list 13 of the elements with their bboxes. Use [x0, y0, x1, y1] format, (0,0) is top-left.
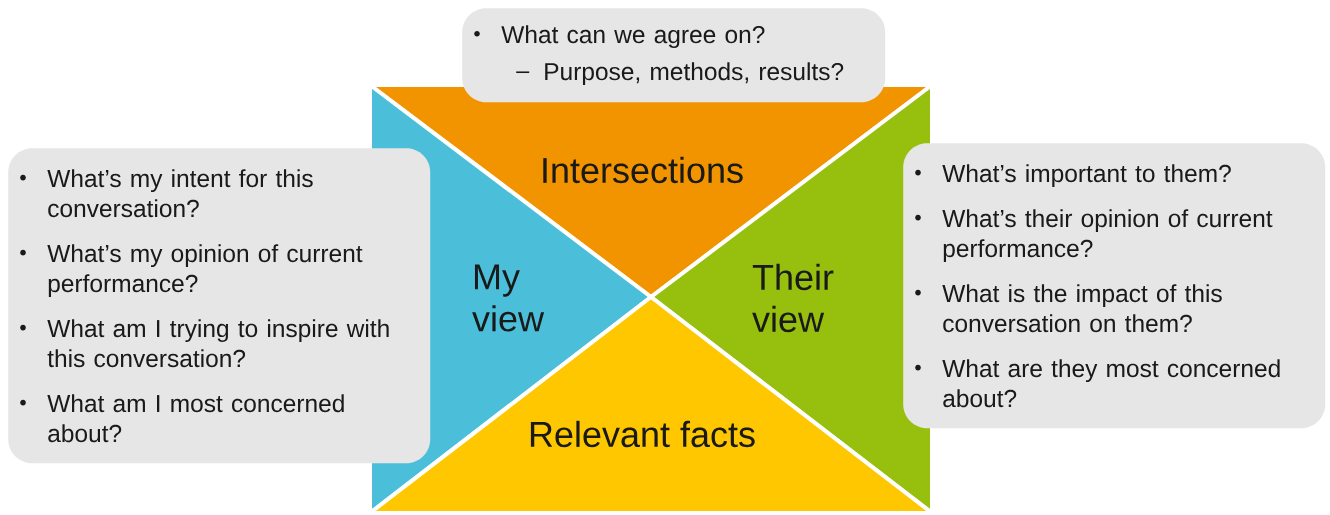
bullet-text: What’s my opinion of current performance?: [20, 244, 363, 298]
bullet-text: What’s important to them?: [915, 164, 1231, 188]
bullet-text: What are they most concerned about?: [915, 359, 1280, 408]
callout-box: [8, 148, 431, 464]
bullet-text: What’s my intent for this conversation?: [20, 169, 313, 218]
bullet-text: What is the impact of this conversation on them?: [915, 284, 1222, 333]
bullet-text: What am I trying to inspire with this conversation?: [20, 319, 389, 368]
callout-box: [462, 8, 886, 103]
callout-box: [903, 143, 1326, 429]
bullet-text: What’s their opinion of current performance?: [915, 209, 1273, 263]
bullet-text: What am I most concerned about?: [20, 394, 344, 443]
bullet-text: Purpose, methods, results?: [515, 62, 844, 86]
bullet-text: What can we agree on?: [474, 25, 765, 49]
